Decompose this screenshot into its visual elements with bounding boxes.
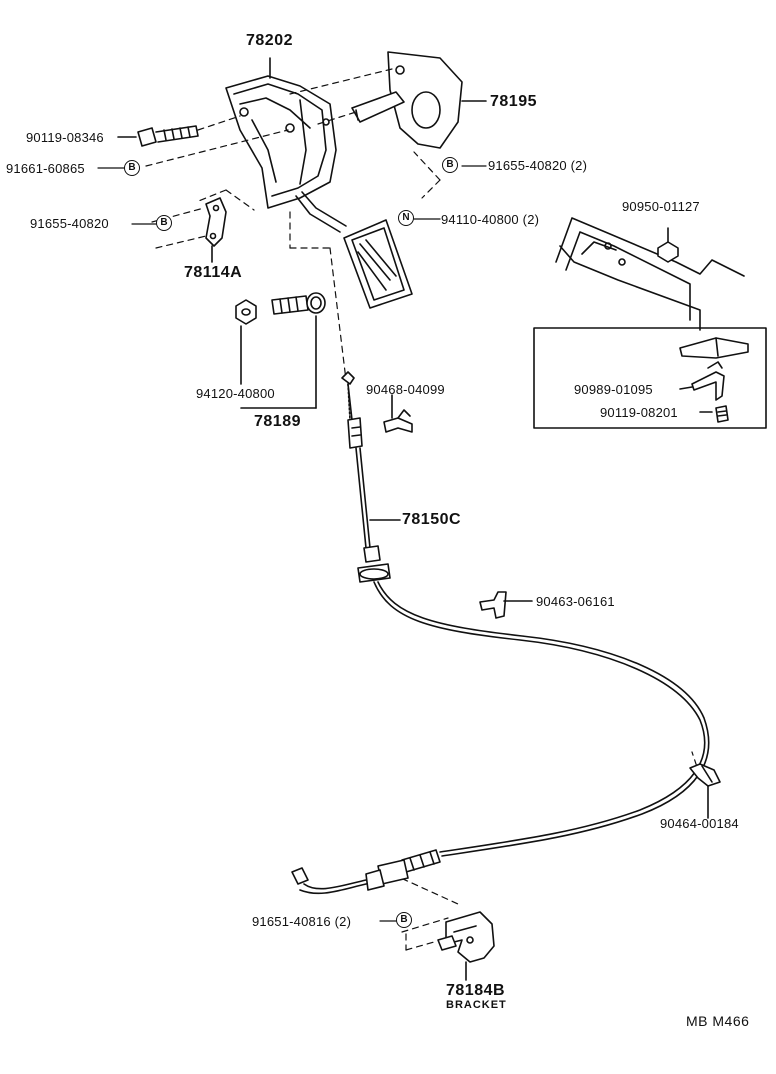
b-symbol: B bbox=[396, 912, 412, 928]
cable-78150C-drawing bbox=[291, 371, 710, 895]
bracket-78184B-drawing bbox=[437, 911, 495, 981]
pedal-bracket-drawing bbox=[225, 57, 413, 309]
label-90950-01127: 90950-01127 bbox=[622, 199, 700, 214]
label-bracket-name: BRACKET bbox=[446, 999, 507, 1011]
stopper-bolt-drawing bbox=[271, 292, 326, 315]
clip-90463-06161-drawing bbox=[479, 591, 533, 619]
b-symbol: B bbox=[442, 157, 458, 173]
bolt-90119-08346-drawing bbox=[117, 125, 199, 147]
body-panel-drawing bbox=[533, 217, 767, 429]
label-78189: 78189 bbox=[254, 413, 301, 430]
leader-lines bbox=[97, 165, 487, 922]
footer-code: MB M466 bbox=[686, 1013, 750, 1029]
label-78202: 78202 bbox=[246, 32, 293, 49]
bracket-78114A-drawing bbox=[205, 197, 227, 263]
label-78184B: 78184B bbox=[446, 982, 506, 999]
clip-90464-00184-drawing bbox=[689, 763, 721, 819]
b-symbol: B bbox=[124, 160, 140, 176]
label-78195: 78195 bbox=[490, 93, 537, 110]
dashed-assembly-lines bbox=[145, 67, 701, 951]
label-91651-40816-2: 91651-40816 (2) bbox=[252, 914, 352, 929]
n-symbol: N bbox=[398, 210, 414, 226]
pedal-stopper-drawing bbox=[351, 51, 487, 149]
callout-78189-lines bbox=[240, 315, 317, 409]
label-90468-04099: 90468-04099 bbox=[366, 382, 445, 397]
label-91655-40820-2: 91655-40820 (2) bbox=[488, 158, 588, 173]
label-78150C: 78150C bbox=[402, 511, 462, 528]
label-90464-00184: 90464-00184 bbox=[660, 816, 739, 831]
label-94120-40800: 94120-40800 bbox=[196, 386, 275, 401]
label-91655-40820-left: 91655-40820 bbox=[30, 216, 109, 231]
label-90119-08201: 90119-08201 bbox=[600, 405, 678, 420]
nut-94120-40800-drawing bbox=[235, 299, 257, 325]
clip-90468-04099-drawing bbox=[383, 394, 413, 433]
label-90989-01095: 90989-01095 bbox=[574, 382, 653, 397]
label-90463-06161: 90463-06161 bbox=[536, 594, 615, 609]
label-90119-08346: 90119-08346 bbox=[26, 130, 104, 145]
label-78114A: 78114A bbox=[184, 264, 243, 281]
label-91661-60865: 91661-60865 bbox=[6, 161, 85, 176]
label-94110-40800-2: 94110-40800 (2) bbox=[441, 212, 540, 227]
b-symbol: B bbox=[156, 215, 172, 231]
